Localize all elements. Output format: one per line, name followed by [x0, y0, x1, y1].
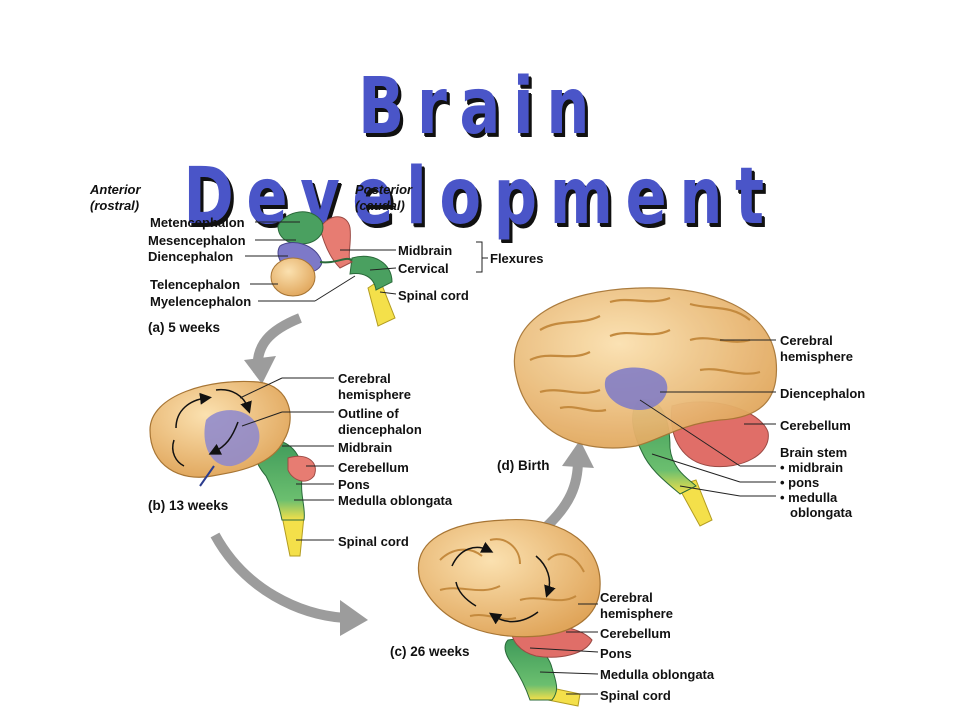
label-pons-b: Pons [338, 477, 370, 492]
diencephalon-d [604, 367, 668, 410]
anterior-sub-label: (rostral) [90, 198, 140, 213]
label-telencephalon: Telencephalon [150, 277, 241, 292]
telencephalon-a [270, 257, 316, 297]
progress-arrow-b-to-c [210, 532, 346, 623]
leaders-c [529, 603, 599, 695]
label-metencephalon: Metencephalon [150, 215, 245, 230]
label-spinal-cord-a: Spinal cord [398, 288, 469, 303]
label-midbrain-d: • midbrain [780, 460, 844, 475]
posterior-label: Posterior [355, 182, 413, 197]
label-diencephalon-d: Diencephalon [780, 386, 866, 401]
caption-stage-b: (b) 13 weeks [148, 498, 229, 513]
spinal-cord-b [281, 515, 305, 557]
label-cerebral-d-1: Cerebral [780, 333, 833, 348]
label-midbrain-b: Midbrain [338, 440, 393, 455]
anterior-label: Anterior [90, 182, 141, 197]
label-spinal-cord-b: Spinal cord [338, 534, 409, 549]
myelencephalon-a [349, 255, 393, 291]
label-outline-of: Outline of [338, 406, 399, 421]
cerebellum-b [287, 455, 316, 482]
stage-d-newborn-brain [513, 287, 778, 527]
label-outline-diencephalon: diencephalon [338, 422, 422, 437]
arrowhead-b-to-c [340, 600, 368, 636]
label-oblongata-d: oblongata [790, 505, 853, 520]
arrowhead-a-to-b [244, 356, 276, 384]
label-cerebral-b-2: hemisphere [338, 387, 411, 402]
label-cerebellum-c: Cerebellum [600, 626, 671, 641]
label-cerebral-b-1: Cerebral [338, 371, 391, 386]
label-medulla-c: Medulla oblongata [600, 667, 715, 682]
label-spinal-cord-c: Spinal cord [600, 688, 671, 703]
label-mesencephalon: Mesencephalon [148, 233, 246, 248]
label-brain-stem: Brain stem [780, 445, 848, 460]
stage-a-embryo [270, 211, 396, 327]
label-pons-c: Pons [600, 646, 632, 661]
caption-stage-d: (d) Birth [497, 458, 550, 473]
label-midbrain-a: Midbrain [398, 243, 453, 258]
label-cerebral-d-2: hemisphere [780, 349, 853, 364]
posterior-sub-label: (caudal) [355, 198, 405, 213]
caption-stage-a: (a) 5 weeks [148, 320, 221, 335]
leaders-d [639, 339, 776, 497]
leaders-a [245, 221, 488, 302]
stage-b-fetal-brain [149, 380, 316, 557]
leaders-b [239, 377, 334, 541]
metencephalon-a [319, 216, 354, 269]
progress-arrow-c-to-d [541, 459, 583, 532]
arrowhead-c-to-d [562, 440, 594, 468]
stage-c-fetal-brain [417, 518, 601, 707]
label-myelencephalon: Myelencephalon [150, 294, 252, 309]
label-diencephalon-a: Diencephalon [148, 249, 234, 264]
label-medulla-b: Medulla oblongata [338, 493, 453, 508]
mesencephalon-a [277, 211, 324, 245]
label-medulla-d: • medulla [780, 490, 838, 505]
label-cerebral-c-1: Cerebral [600, 590, 653, 605]
label-pons-d: • pons [780, 475, 820, 490]
label-cerebral-c-2: hemisphere [600, 606, 673, 621]
label-cerebellum-b: Cerebellum [338, 460, 409, 475]
label-flexures: Flexures [490, 251, 544, 266]
label-cerebellum-d: Cerebellum [780, 418, 851, 433]
flexure-bend-a [319, 257, 353, 264]
caption-stage-c: (c) 26 weeks [390, 644, 470, 659]
label-cervical: Cervical [398, 261, 449, 276]
